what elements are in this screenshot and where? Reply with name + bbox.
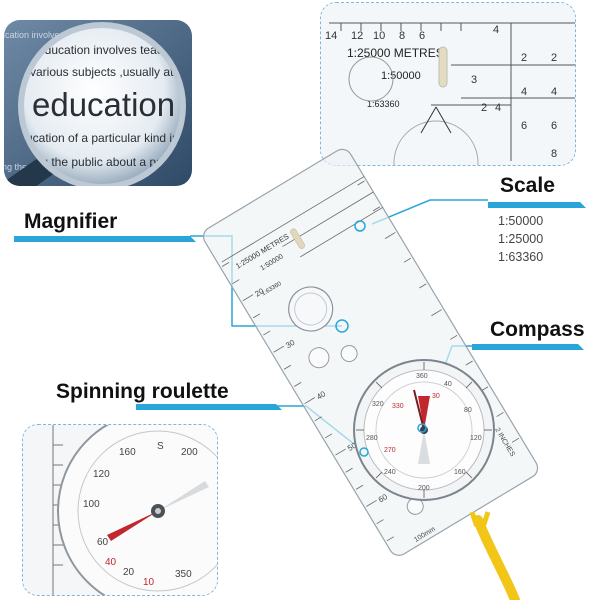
svg-text:2: 2 — [481, 102, 487, 114]
svg-text:2: 2 — [551, 52, 557, 64]
svg-text:270: 270 — [384, 447, 396, 454]
scale-value-50000: 1:50000 — [498, 214, 544, 228]
svg-text:6: 6 — [521, 120, 527, 132]
svg-text:10: 10 — [143, 577, 155, 588]
magnifier-label: Magnifier — [24, 210, 118, 233]
spinning-roulette-label: Spinning roulette — [56, 380, 229, 403]
spinning-roulette-label-bar — [136, 404, 282, 410]
svg-text:160: 160 — [454, 469, 466, 476]
compass-label-bar — [472, 344, 584, 350]
svg-text:240: 240 — [384, 469, 396, 476]
photo-big-word: education — [32, 86, 175, 123]
svg-text:6: 6 — [551, 120, 557, 132]
scale-value-63360: 1:63360 — [498, 250, 544, 264]
svg-text:60: 60 — [97, 537, 109, 548]
svg-text:4: 4 — [551, 86, 557, 98]
svg-text:14: 14 — [325, 30, 337, 42]
svg-text:20: 20 — [123, 567, 135, 578]
closeup-50000: 1:50000 — [381, 70, 421, 82]
photo-line-1: education involves teachin — [38, 43, 179, 57]
svg-text:200: 200 — [418, 485, 430, 492]
svg-text:120: 120 — [470, 435, 482, 442]
svg-text:40: 40 — [444, 381, 452, 388]
svg-text:12: 12 — [351, 30, 363, 42]
svg-text:8: 8 — [551, 148, 557, 160]
svg-text:10: 10 — [373, 30, 385, 42]
svg-text:160: 160 — [119, 447, 136, 458]
compass-label: Compass — [490, 318, 585, 341]
photo-line-3: ucation of a particular kind in — [26, 131, 179, 145]
svg-text:2: 2 — [521, 52, 527, 64]
scale-label-bar — [488, 202, 586, 208]
photo-line-2: various subjects ,usually at a — [30, 65, 184, 79]
closeup-63360: 1:63360 — [367, 99, 400, 109]
svg-text:80: 80 — [464, 407, 472, 414]
svg-text:320: 320 — [372, 401, 384, 408]
magnifier-photo: ucation involves teaching the ing the pu… — [4, 20, 192, 186]
scale-values-list: 1:50000 1:25000 1:63360 — [498, 212, 543, 266]
scale-value-25000: 1:25000 — [498, 232, 544, 246]
scale-label: Scale — [500, 174, 555, 197]
svg-text:100: 100 — [83, 499, 100, 510]
svg-text:4: 4 — [521, 86, 527, 98]
svg-text:4: 4 — [493, 24, 499, 36]
svg-text:330: 330 — [392, 403, 404, 410]
svg-text:360: 360 — [416, 373, 428, 380]
svg-text:3: 3 — [471, 74, 477, 86]
magnifier-label-bar — [14, 236, 196, 242]
svg-text:40: 40 — [105, 557, 117, 568]
magnifier-photo-art: ucation involves teaching the ing the pu… — [4, 20, 192, 186]
svg-text:350: 350 — [175, 569, 192, 580]
svg-text:4: 4 — [495, 102, 501, 114]
svg-text:6: 6 — [419, 30, 425, 42]
closeup-metres: 1:25000 METRES — [347, 46, 444, 60]
svg-text:8: 8 — [399, 30, 405, 42]
svg-text:S: S — [157, 441, 164, 452]
photo-line-4: ing the public about a pa — [32, 155, 163, 169]
svg-text:280: 280 — [366, 435, 378, 442]
svg-text:200: 200 — [181, 447, 198, 458]
roulette-closeup-art: 160 S 200 120 100 60 20 350 40 10 — [23, 425, 217, 595]
roulette-closeup-panel: 160 S 200 120 100 60 20 350 40 10 — [22, 424, 218, 596]
svg-text:120: 120 — [93, 469, 110, 480]
svg-text:30: 30 — [432, 393, 440, 400]
